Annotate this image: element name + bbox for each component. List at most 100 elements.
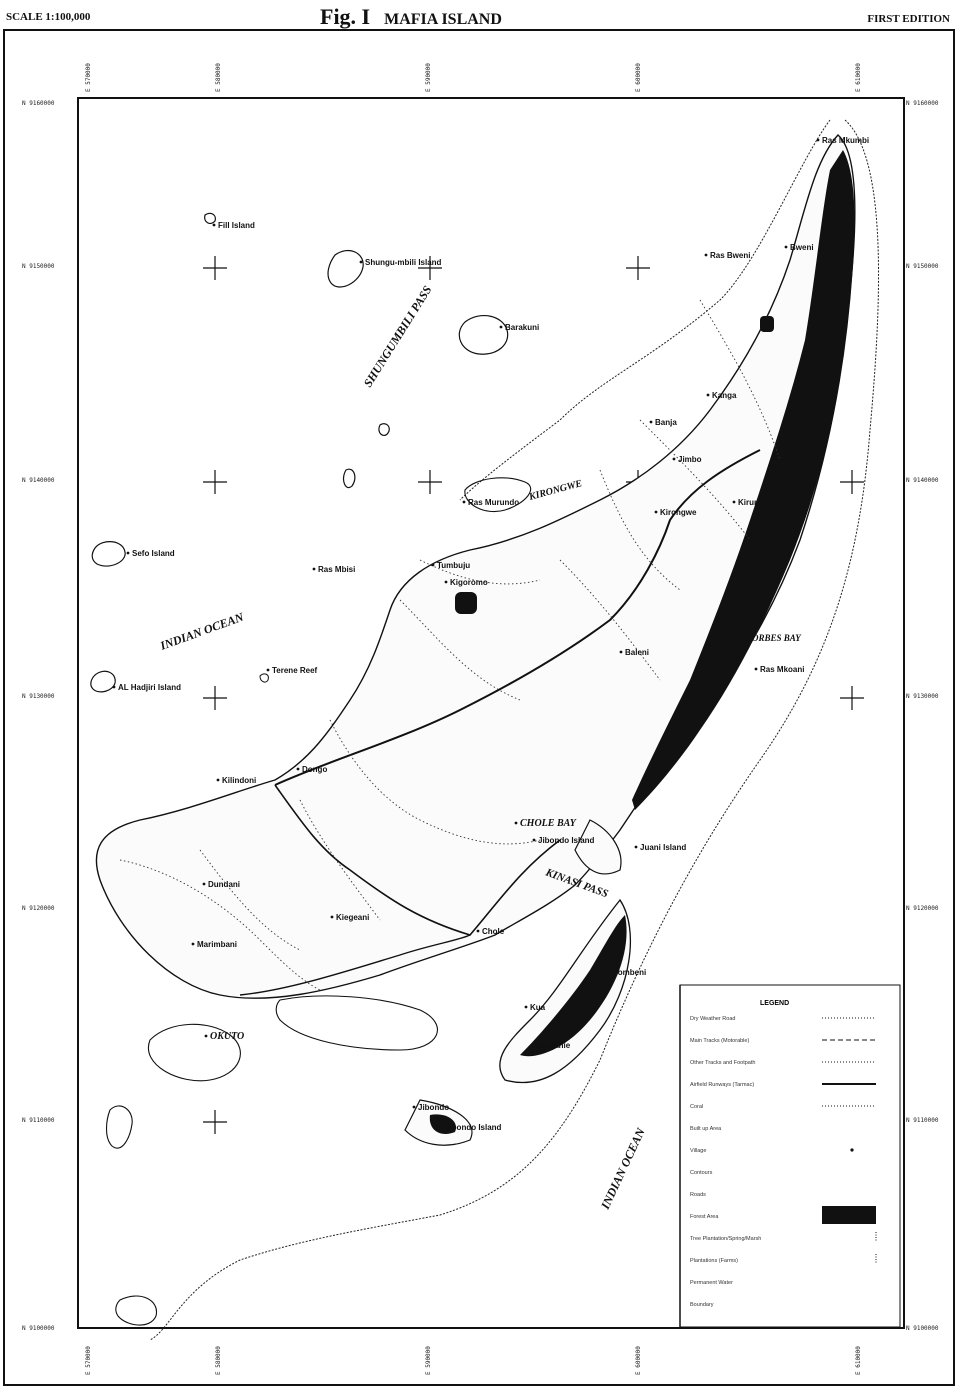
village-dot-ras-mkoani — [754, 667, 758, 671]
village-dot-kilindoni — [216, 778, 220, 782]
place-label-kigoromo: Kigoromo — [450, 578, 488, 587]
legend-label-6: Village — [690, 1148, 706, 1154]
legend-label-2: Other Tracks and Footpath — [690, 1060, 755, 1066]
place-label-jibondo-island-s: Jibondo Island — [445, 1123, 502, 1132]
place-label-kombeni: Kombeni — [612, 968, 646, 977]
place-label-marimbani: Marimbani — [197, 940, 237, 949]
figure-number: Fig. I — [320, 4, 371, 29]
juani-island — [499, 898, 631, 1084]
village-dot-marimbani — [191, 942, 195, 946]
fill-island-shape — [204, 212, 216, 225]
ras-murundo-shape — [464, 477, 532, 512]
village-dot-jimbo — [672, 457, 676, 461]
legend-label-3: Airfield Runways (Tarmac) — [690, 1082, 754, 1088]
coord-top-4: E 610000 — [855, 63, 862, 92]
village-dot-kua — [524, 1005, 528, 1009]
village-dot-ras-bweni — [704, 253, 708, 257]
dotted-tracks — [119, 299, 781, 991]
place-label-jibondo: Jibondo — [418, 1103, 449, 1112]
place-label-shungu-mbili: Shungu-mbili Island — [365, 258, 442, 267]
place-label-jimbo: Jimbo — [678, 455, 702, 464]
place-label-jibondo-island: Jibondo Island — [538, 836, 595, 845]
place-label-ras-bweni: Ras Bweni — [710, 251, 750, 260]
village-dot-dundani — [202, 882, 206, 886]
terene-reef-shape — [259, 673, 269, 683]
village-dot-banja — [649, 420, 653, 424]
scale-text: SCALE 1:100,000 — [6, 11, 91, 23]
coord-top-3: E 600000 — [635, 63, 642, 92]
village-dot-kanga — [706, 393, 710, 397]
place-label-ras-mbisi: Ras Mbisi — [318, 565, 355, 574]
place-label-dongo: Dongo — [302, 765, 327, 774]
place-label-kanga: Kanga — [712, 391, 737, 400]
village-dot-baleni — [619, 650, 623, 654]
village-dot-juani-island — [634, 845, 638, 849]
coord-right-3: N 9130000 — [906, 693, 939, 700]
al-hadjiri-shape — [90, 670, 116, 693]
legend-label-7: Contours — [690, 1170, 713, 1176]
legend-label-13: Boundary — [690, 1302, 714, 1308]
village-dot-ras-mbisi — [312, 567, 316, 571]
place-label-kilindoni: Kilindoni — [222, 776, 256, 785]
coord-left-6: N 9100000 — [22, 1325, 55, 1332]
forest-patch-north — [760, 316, 774, 332]
place-label-banja: Banja — [655, 418, 677, 427]
village-dot-al-hadjiri — [112, 685, 116, 689]
village-dot-chole-bay — [514, 821, 518, 825]
village-dot-jibondo — [412, 1105, 416, 1109]
village-dot-fill-island — [212, 223, 216, 227]
place-label-ras-mkoani: Ras Mkoani — [760, 665, 804, 674]
kirongwe-water-label: KIRONGWE — [527, 478, 584, 503]
village-dot-kirongwe-village — [654, 510, 658, 514]
south-road — [274, 784, 561, 936]
place-label-kirongwe-kirunu: Kirunu — [738, 498, 764, 507]
reef-outline — [149, 119, 880, 1341]
coord-top-2: E 590000 — [425, 63, 432, 92]
okuto-islands — [105, 995, 438, 1326]
coord-bottom-1: E 580000 — [215, 1346, 222, 1375]
island-title: MAFIA ISLAND — [384, 11, 502, 28]
map-neatline — [77, 97, 905, 1329]
village-dot-kirongwe-kirunu — [732, 500, 736, 504]
village-dot-kigoromo — [444, 580, 448, 584]
village-dot-mbalanie — [530, 1043, 534, 1047]
shungumbili-island-shape — [327, 250, 364, 288]
place-label-chole: Chole — [482, 927, 505, 936]
coord-right-4: N 9120000 — [906, 905, 939, 912]
west-road — [239, 934, 471, 996]
coord-top-0: E 570000 — [85, 63, 92, 92]
islet-1 — [342, 423, 390, 489]
coord-bottom-2: E 590000 — [425, 1346, 432, 1375]
village-dot-terene-reef — [266, 668, 270, 672]
village-dot-ras-murundo — [462, 500, 466, 504]
place-label-baleni: Baleni — [625, 648, 649, 657]
village-dot-barakuni — [499, 325, 503, 329]
forest-patch-south — [429, 1114, 456, 1135]
village-dot-sefo-island — [126, 551, 130, 555]
coord-bottom-3: E 600000 — [635, 1346, 642, 1375]
sefo-island-shape — [91, 541, 126, 567]
village-dot-okuto — [204, 1034, 208, 1038]
village-dot-tumbuju — [431, 563, 435, 567]
forest-patch-center — [455, 592, 477, 614]
coord-bottom-4: E 610000 — [855, 1346, 862, 1375]
place-label-fill-island: Fill Island — [218, 221, 255, 230]
place-label-chole-bay: CHOLE BAY — [520, 818, 577, 829]
legend-label-8: Roads — [690, 1192, 706, 1198]
legend-label-9: Forest Area — [690, 1214, 719, 1220]
coord-left-3: N 9130000 — [22, 693, 55, 700]
legend-label-1: Main Tracks (Motorable) — [690, 1038, 749, 1044]
coord-right-5: N 9110000 — [906, 1117, 939, 1124]
place-label-barakuni: Barakuni — [505, 323, 539, 332]
place-label-sefo-island: Sefo Island — [132, 549, 175, 558]
village-dot-shungu-mbili — [359, 260, 363, 264]
village-dot-bweni — [784, 245, 788, 249]
legend-symbol-6 — [850, 1148, 854, 1152]
village-dot-chole — [476, 929, 480, 933]
